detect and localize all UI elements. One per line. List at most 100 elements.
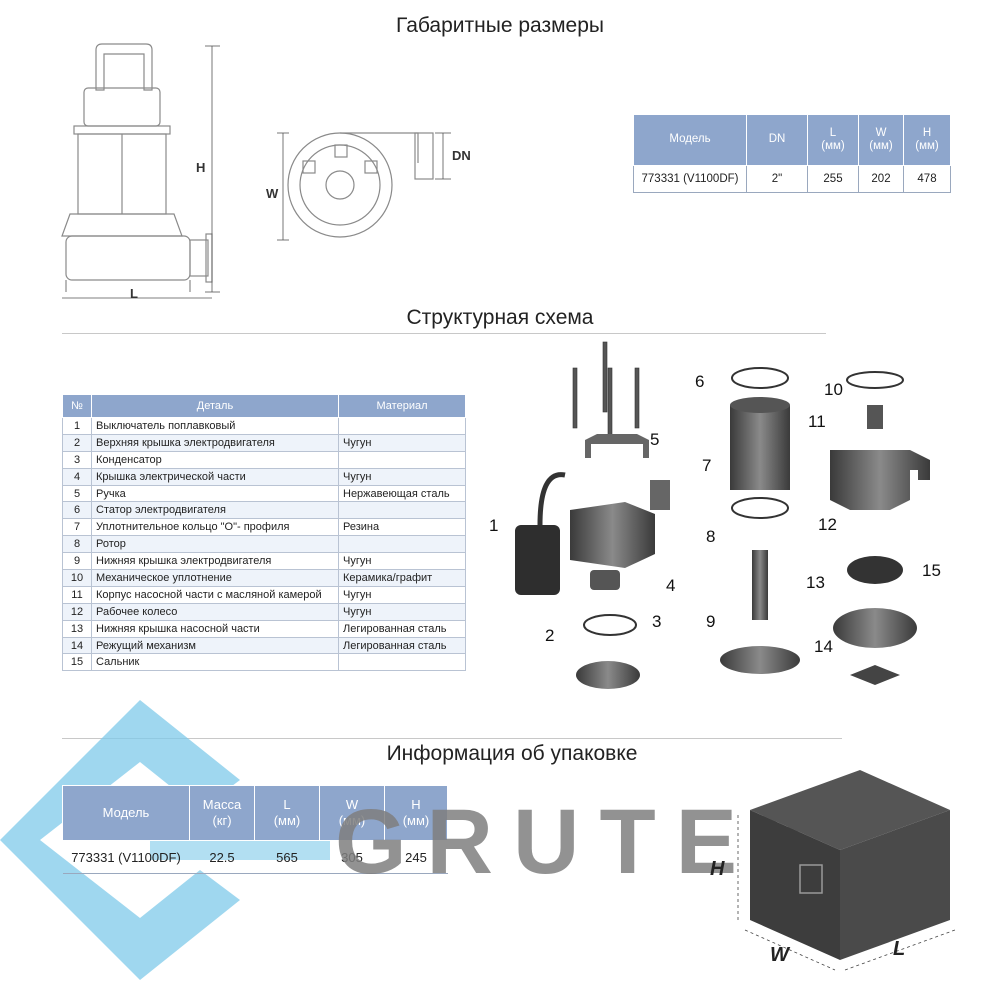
pump-top-view-drawing (277, 132, 451, 241)
parts-cell-material: Резина (338, 518, 466, 537)
parts-cell-part: Ручка (91, 484, 339, 503)
dim-h-label: H (196, 160, 206, 175)
parts-cell-part: Сальник (91, 653, 339, 672)
parts-cell-material: Легированная сталь (338, 636, 466, 655)
parts-cell-num: 8 (62, 535, 92, 554)
callout-4: 4 (666, 576, 676, 595)
callout-3: 3 (652, 612, 662, 631)
parts-cell-part: Рабочее колесо (91, 602, 339, 621)
parts-cell-num: 6 (62, 501, 92, 520)
callout-7: 7 (702, 456, 712, 475)
pack-cell-h: 245 (384, 840, 448, 874)
parts-header-material: Материал (338, 394, 466, 418)
box-h-label: H (710, 858, 725, 880)
parts-cell-material (338, 417, 466, 435)
pack-cell-l: 565 (254, 840, 320, 874)
parts-cell-num: 9 (62, 552, 92, 571)
parts-cell-num: 1 (62, 417, 92, 435)
callout-10: 10 (824, 380, 843, 399)
spec-table: Модель DN L (мм) W (мм) H (мм) 773331 (V… (633, 114, 951, 193)
exploded-view-drawing (515, 341, 930, 689)
pack-cell-mass: 22.5 (189, 840, 255, 874)
spec-cell-dn: 2" (746, 165, 808, 193)
dim-w-label: W (266, 186, 279, 201)
box-w-label: W (770, 944, 789, 966)
callout-8: 8 (706, 527, 716, 546)
callout-6: 6 (695, 372, 705, 391)
parts-cell-material: Чугун (338, 552, 466, 571)
pack-cell-w: 305 (319, 840, 385, 874)
parts-cell-part: Нижняя крышка электродвигателя (91, 552, 339, 571)
logo-text: GRUTEK (335, 791, 844, 893)
spec-cell-h: 478 (903, 165, 951, 193)
packaging-title: Информация об упаковке (386, 742, 638, 765)
packaging-box-drawing (737, 770, 956, 971)
parts-table-header: № Деталь Материал (62, 394, 466, 418)
parts-cell-part: Ротор (91, 535, 339, 554)
spec-table-row: 773331 (V1100DF) 2" 255 202 478 (633, 165, 951, 193)
divider-top (62, 333, 826, 334)
callout-14: 14 (814, 637, 833, 656)
structure-title: Структурная схема (406, 306, 594, 329)
parts-cell-part: Крышка электрической части (91, 467, 339, 486)
callout-11: 11 (808, 412, 826, 431)
parts-cell-num: 15 (62, 653, 92, 672)
spec-header-w: W (мм) (858, 114, 904, 166)
pack-header-mass: Масса (кг) (189, 785, 255, 841)
parts-cell-material: Нержавеющая сталь (338, 484, 466, 503)
callout-1: 1 (489, 516, 499, 535)
parts-cell-num: 10 (62, 569, 92, 587)
parts-cell-num: 2 (62, 433, 92, 452)
parts-header-num: № (62, 394, 92, 418)
parts-cell-material: Чугун (338, 585, 466, 604)
pump-side-view-drawing (61, 43, 220, 299)
box-l-label: L (893, 938, 906, 960)
callout-15: 15 (922, 561, 941, 580)
spec-header-l: L (мм) (807, 114, 859, 166)
parts-cell-num: 5 (62, 484, 92, 503)
parts-cell-material: Легированная сталь (338, 619, 466, 638)
parts-cell-material (338, 535, 466, 554)
parts-cell-material: Керамика/графит (338, 569, 466, 587)
parts-cell-part: Механическое уплотнение (91, 569, 339, 587)
pack-header-w: W (мм) (319, 785, 385, 841)
callout-9: 9 (706, 612, 716, 631)
callout-13: 13 (806, 573, 825, 592)
parts-cell-part: Режущий механизм (91, 636, 339, 655)
pack-table: Модель Масса (кг) L (мм) W (мм) H (мм) 7… (62, 785, 448, 874)
parts-cell-num: 4 (62, 467, 92, 486)
parts-cell-material (338, 653, 466, 672)
parts-cell-material (338, 450, 466, 469)
spec-cell-w: 202 (858, 165, 904, 193)
spec-cell-l: 255 (807, 165, 859, 193)
pack-table-row: 773331 (V1100DF) 22.5 565 305 245 (62, 840, 448, 874)
parts-cell-num: 12 (62, 602, 92, 621)
spec-header-model: Модель (633, 114, 747, 166)
pack-header-model: Модель (62, 785, 190, 841)
parts-cell-num: 13 (62, 619, 92, 638)
spec-header-h: H (мм) (903, 114, 951, 166)
spec-header-dn: DN (746, 114, 808, 166)
parts-cell-part: Конденсатор (91, 450, 339, 469)
parts-cell-material (338, 501, 466, 520)
parts-cell-part: Верхняя крышка электродвигателя (91, 433, 339, 452)
parts-cell-material: Чугун (338, 467, 466, 486)
divider-bottom (62, 738, 842, 739)
parts-cell-num: 7 (62, 518, 92, 537)
parts-cell-num: 3 (62, 450, 92, 469)
parts-cell-num: 11 (62, 585, 92, 604)
